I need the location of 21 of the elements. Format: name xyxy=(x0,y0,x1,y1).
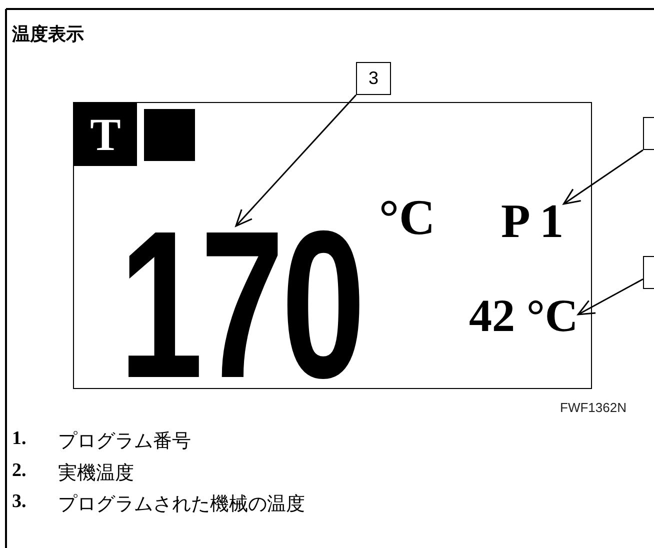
temperature-readout: 170 xyxy=(119,226,363,384)
list-text: プログラムされた機械の温度 xyxy=(58,492,305,517)
callout-number: 3 xyxy=(356,62,391,95)
list-number: 1. xyxy=(12,428,26,450)
list-text: 実機温度 xyxy=(58,461,134,486)
leader-arrow xyxy=(577,278,644,316)
mode-indicator: T xyxy=(74,103,137,166)
display-screen xyxy=(73,102,592,389)
unit-label: °C xyxy=(379,199,436,236)
heading: 温度表示 xyxy=(12,23,84,46)
leader-arrow xyxy=(562,149,644,205)
indicator-block xyxy=(144,109,195,161)
figure-code: FWF1362N xyxy=(560,400,626,415)
callout-box xyxy=(643,117,654,150)
leader-arrow xyxy=(235,94,357,227)
list-number: 3. xyxy=(12,491,26,513)
actual-temperature: 42 °C xyxy=(469,299,578,334)
list-text: プログラム番号 xyxy=(58,429,191,454)
program-number: P 1 xyxy=(501,204,564,240)
callout-box xyxy=(643,256,654,289)
list-number: 2. xyxy=(12,460,26,482)
